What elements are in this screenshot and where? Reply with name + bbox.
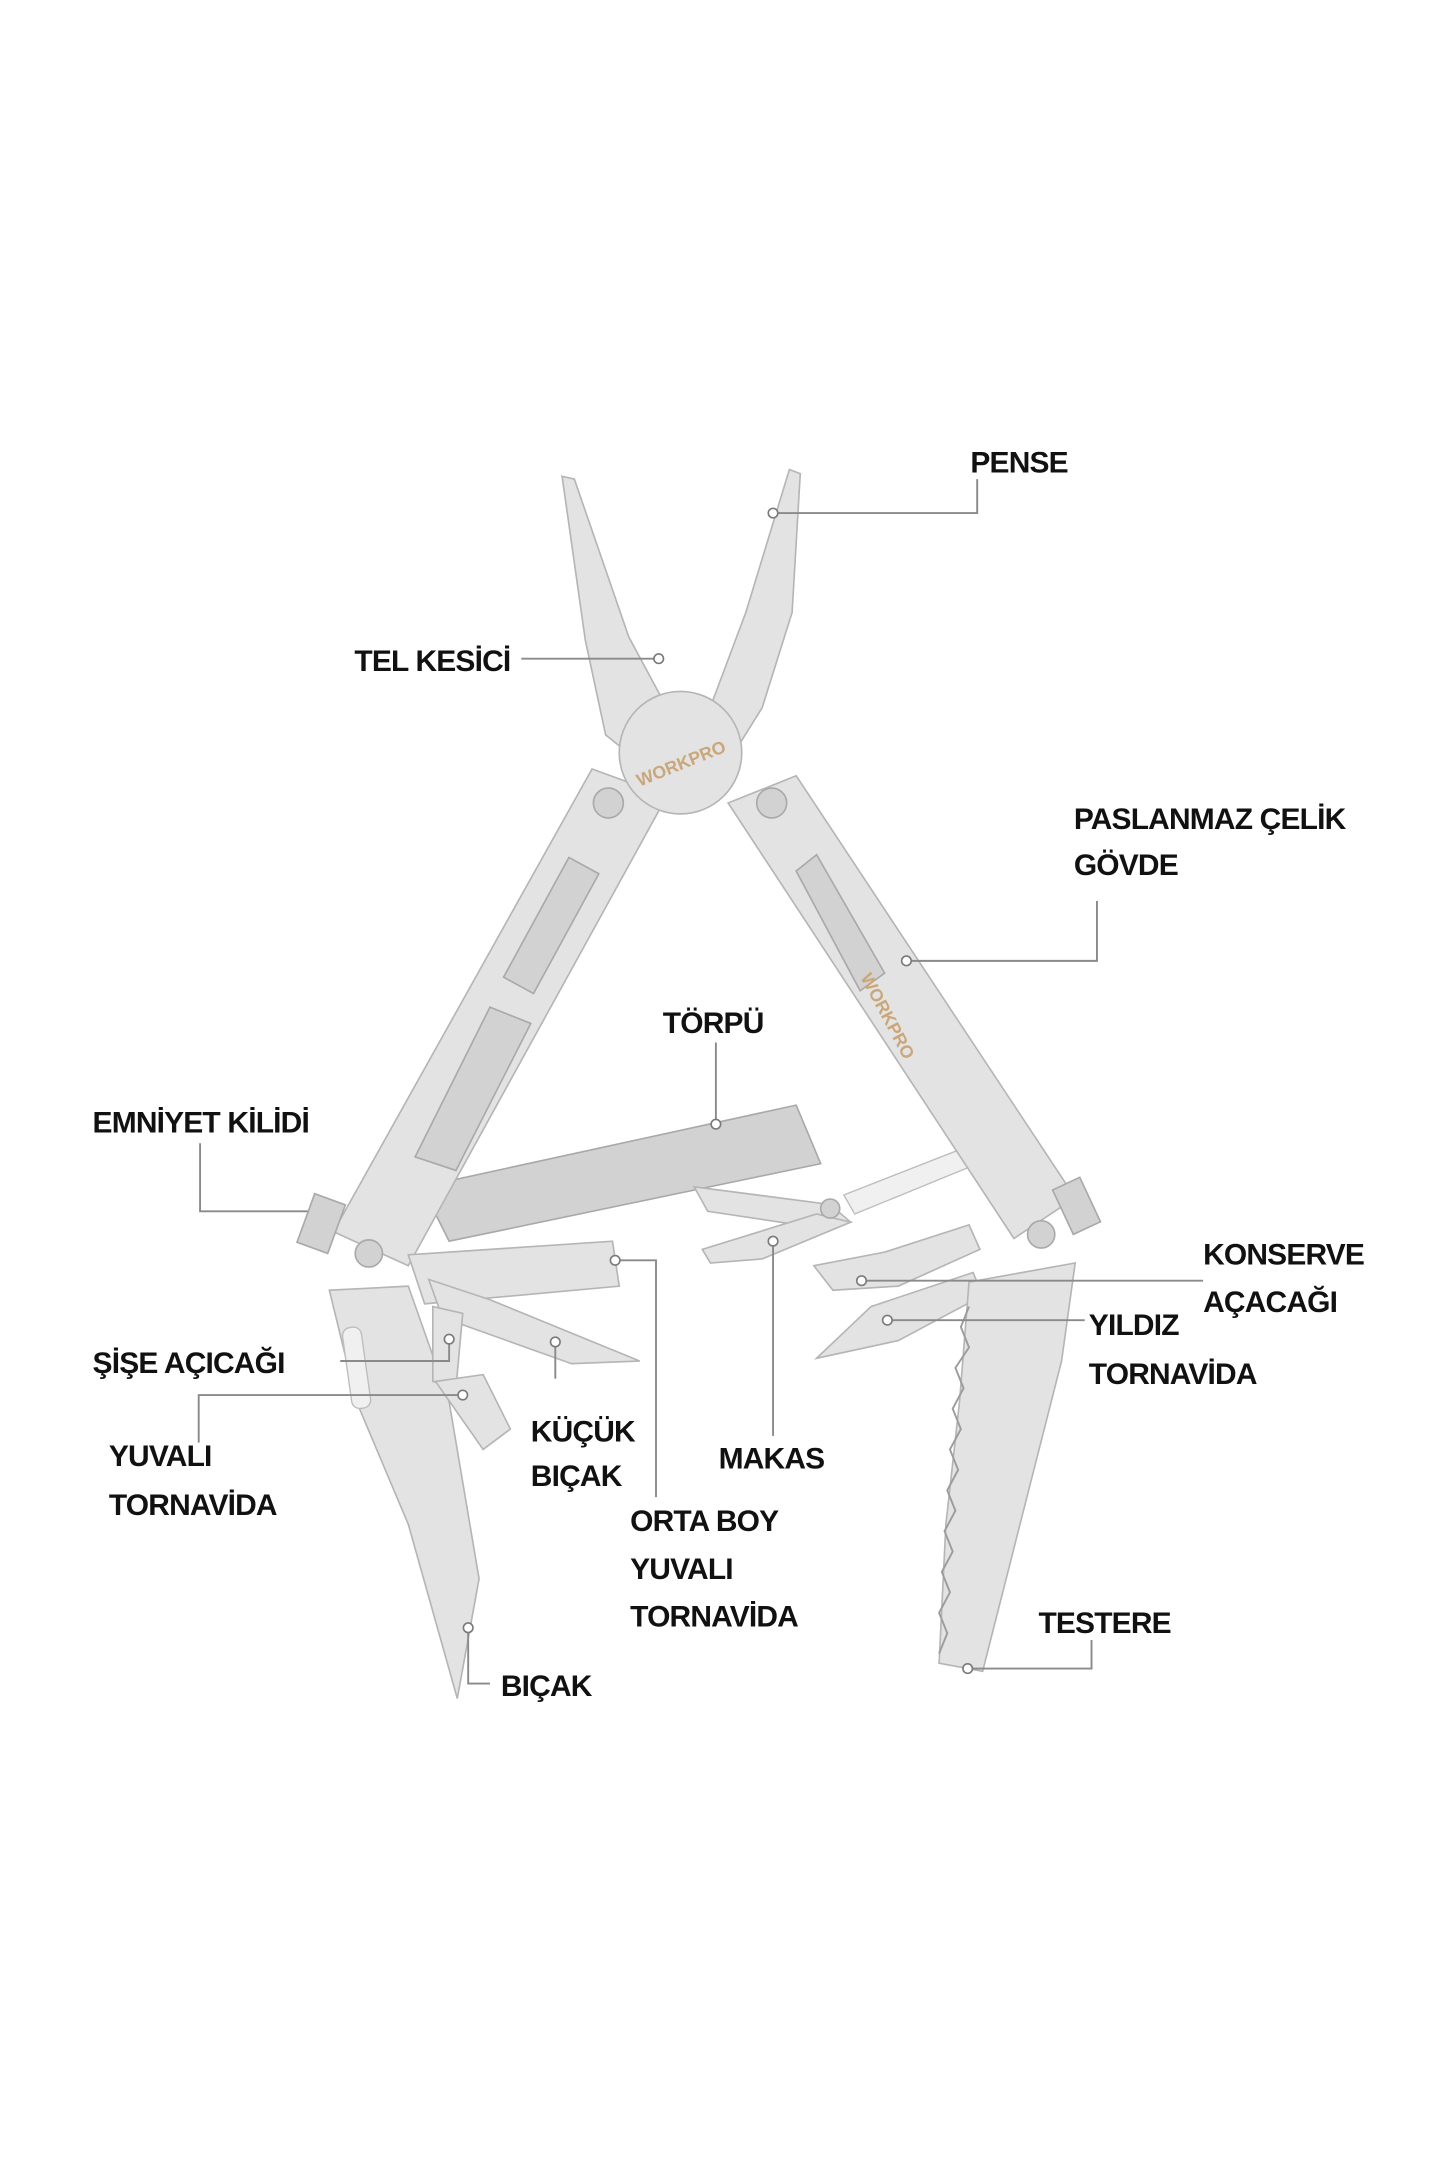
handle-screw-right (755, 787, 788, 819)
bottle-opener-tool (431, 1305, 464, 1390)
label-pense: PENSE (970, 446, 1067, 479)
label-yildiz-line2: TORNAVİDA (1089, 1358, 1257, 1391)
label-konserve-line1: KONSERVE (1203, 1238, 1364, 1271)
can-opener-tool (812, 1223, 981, 1292)
saw-blade (938, 1262, 1077, 1673)
leader-lines (197, 479, 1204, 1685)
label-testere: TESTERE (1038, 1607, 1170, 1640)
label-konserve-line2: AÇACAĞI (1203, 1285, 1337, 1319)
label-orta-line1: ORTA BOY (630, 1505, 779, 1538)
safety-lock-left (295, 1192, 347, 1255)
knife-hole (341, 1326, 372, 1410)
medium-screwdriver-tool (407, 1240, 621, 1305)
bottom-screw-left (354, 1239, 384, 1268)
file-tool (420, 1104, 822, 1243)
label-govde-line1: PASLANMAZ ÇELİK (1074, 803, 1347, 836)
handle-screw-left (592, 787, 625, 819)
safety-lock-right (1051, 1176, 1102, 1236)
label-torpu: TÖRPÜ (663, 1007, 764, 1040)
label-yuvali-line1: YUVALI (109, 1440, 212, 1473)
label-govde-line2: GÖVDE (1074, 849, 1178, 882)
right-handle-inset (795, 853, 886, 993)
label-bicak: BIÇAK (501, 1670, 593, 1703)
label-kucuk-line2: BIÇAK (531, 1460, 623, 1493)
label-yildiz-line1: YILDIZ (1089, 1309, 1179, 1342)
scissors-pivot (819, 1198, 841, 1219)
label-tel-kesici: TEL KESİCİ (354, 645, 510, 678)
label-emniyet-kilidi: EMNİYET KİLİDİ (93, 1106, 309, 1139)
label-makas: MAKAS (719, 1443, 825, 1476)
right-plier-jaw (704, 468, 802, 764)
slot-screwdriver-tool (434, 1373, 512, 1451)
saw-teeth (938, 1306, 971, 1654)
pivot-disc (618, 690, 743, 815)
label-orta-line3: TORNAVİDA (630, 1600, 798, 1633)
label-orta-line2: YUVALI (630, 1553, 733, 1586)
labels: PENSE TEL KESİCİ PASLANMAZ ÇELİK GÖVDE T… (93, 446, 1365, 1703)
bottom-screw-right (1026, 1220, 1056, 1249)
label-kucuk-line1: KÜÇÜK (531, 1415, 636, 1448)
left-handle-inset-2 (413, 1006, 532, 1172)
left-handle-inset (502, 856, 600, 995)
label-yuvali-line2: TORNAVİDA (109, 1489, 277, 1522)
label-sise-acicagi: ŞİŞE AÇICAĞI (93, 1346, 285, 1380)
scissors-bar (842, 1145, 976, 1215)
